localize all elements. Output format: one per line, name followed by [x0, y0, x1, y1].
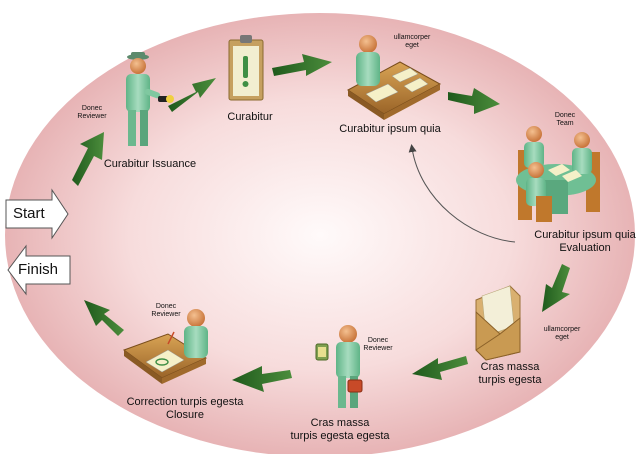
flow-arrow: [168, 78, 216, 112]
return-arrow: [408, 144, 516, 243]
ipsum-title-label: Curabitur ipsum quia: [339, 123, 441, 135]
reviewer-flashlight-icon: [126, 52, 174, 146]
flow-arrows: [72, 54, 570, 392]
team-meeting-icon: [516, 126, 600, 222]
reviewer-briefcase-icon: [315, 325, 363, 408]
envelope-icon: [475, 285, 521, 361]
curabitur-title-label: Curabitur: [227, 111, 273, 123]
issuance-title-label: Curabitur Issuance: [103, 158, 197, 170]
flow-arrow: [448, 88, 500, 114]
flow-arrow: [84, 300, 124, 336]
flow-arrow: [232, 366, 292, 392]
clipboard-icon: [228, 35, 264, 101]
flow-arrow: [272, 54, 332, 76]
person-at-desk-icon: [347, 35, 442, 120]
flow-arrow: [542, 264, 570, 312]
reviewer-at-desk-icon: [122, 309, 208, 384]
finish-button[interactable]: [7, 244, 71, 296]
flow-arrow: [72, 132, 104, 186]
start-button[interactable]: [5, 188, 69, 240]
start-label[interactable]: Start: [13, 205, 45, 222]
finish-label[interactable]: Finish: [18, 261, 59, 278]
flow-arrow: [412, 356, 468, 380]
